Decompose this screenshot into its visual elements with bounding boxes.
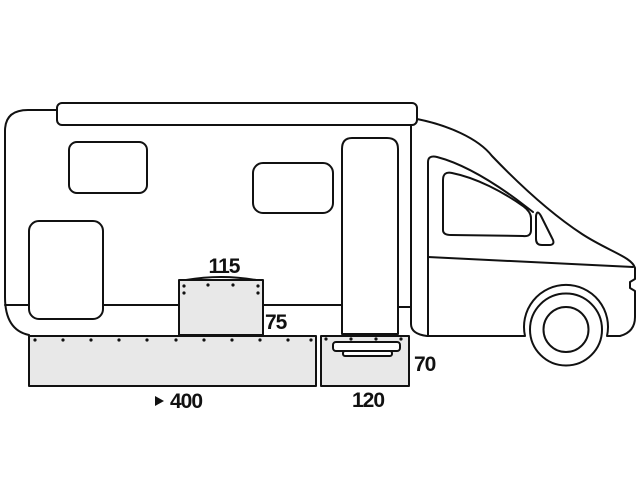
awning-rail bbox=[56, 102, 418, 126]
locker-door bbox=[28, 220, 104, 320]
cab-door-line bbox=[427, 155, 534, 337]
dim-label-70: 70 bbox=[414, 353, 436, 376]
service-box bbox=[178, 276, 264, 336]
skirt-left-rivets bbox=[33, 338, 313, 342]
skirt-panel-right bbox=[320, 335, 410, 387]
habitation-door bbox=[341, 137, 399, 335]
skirt-right-rivets bbox=[324, 337, 403, 341]
quarter-window bbox=[535, 211, 555, 246]
arrow-marker-icon bbox=[155, 396, 164, 406]
dim-label-75: 75 bbox=[265, 311, 288, 334]
dim-label-115: 115 bbox=[209, 255, 241, 278]
body-outline bbox=[4, 109, 411, 336]
entry-step bbox=[332, 341, 401, 357]
service-box-top-arc bbox=[185, 276, 257, 281]
service-box-rivets bbox=[182, 283, 260, 295]
dim-label-120: 120 bbox=[352, 389, 384, 412]
front-left-window bbox=[68, 141, 148, 194]
wheel-rim bbox=[542, 306, 590, 353]
cab-silhouette bbox=[410, 118, 636, 337]
dim-label-400: 400 bbox=[170, 390, 202, 413]
middle-window bbox=[252, 162, 334, 214]
cab-window bbox=[442, 171, 532, 238]
skirt-panel-left bbox=[28, 335, 317, 387]
belt-line bbox=[427, 256, 634, 268]
